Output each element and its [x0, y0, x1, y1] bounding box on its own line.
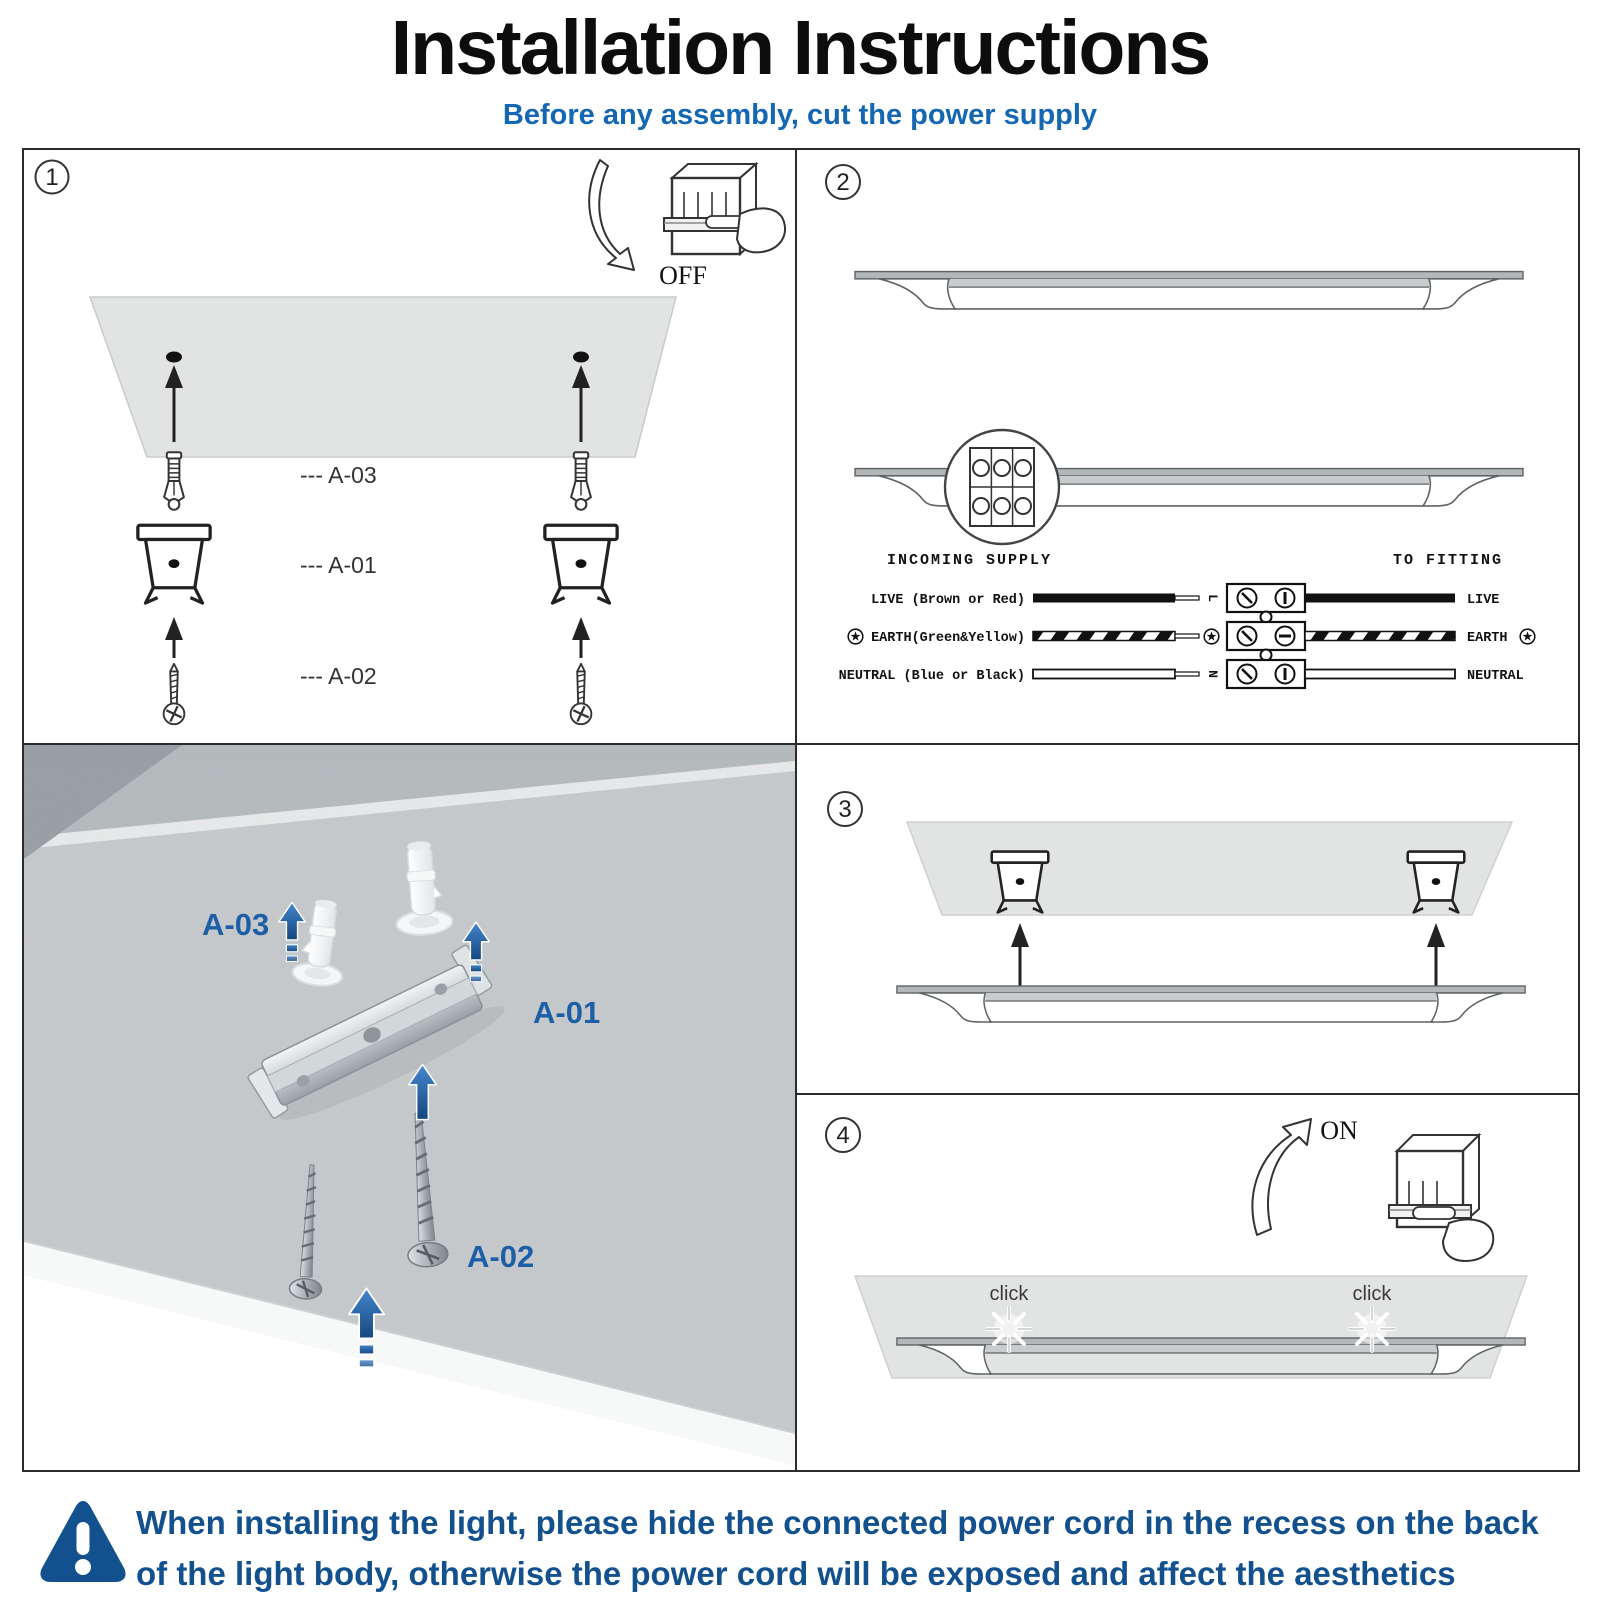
step3-diagram: 3: [827, 791, 1526, 1023]
step1-diagram: 1 OFF --- A-03 --- A-01 --- A-02: [34, 159, 786, 727]
page-subtitle: Before any assembly, cut the power suppl…: [502, 99, 1098, 131]
step3-panel: 3: [795, 743, 1580, 1095]
earth-symbol-icon: [847, 628, 864, 645]
screw-icon: [568, 662, 594, 727]
wall-anchor-icon: [163, 451, 185, 511]
ceiling-surface: [88, 296, 677, 458]
ceiling-surface: [905, 821, 1514, 916]
assembly-column-left: [165, 365, 183, 658]
step-number-badge: 2: [825, 164, 861, 200]
warning-text: When installing the light, please hide t…: [136, 1504, 1539, 1592]
mounting-clip-icon: [136, 523, 212, 605]
wall-anchor-icon: [570, 451, 592, 511]
terminal-earth: [1225, 620, 1307, 652]
on-switch-icon: ON: [1251, 1116, 1495, 1263]
light-fixture-side-view: [854, 270, 1524, 310]
screw-photo: [288, 1164, 323, 1300]
mounting-clip-icon: [543, 523, 619, 605]
part-label-a02: --- A-02: [300, 663, 377, 689]
earth-symbol-icon: [1203, 628, 1220, 645]
assembly-column-right: [572, 365, 590, 658]
off-label: OFF: [659, 261, 707, 290]
drill-hole: [166, 351, 182, 363]
step4-number: 4: [836, 1122, 849, 1149]
step4-panel: 4 ON click click: [795, 1093, 1580, 1472]
installation-photo-panel: A-03 A-01 A-02: [22, 743, 797, 1472]
warning-icon: [40, 1501, 126, 1582]
click-label: click: [990, 1283, 1030, 1305]
step2-number: 2: [836, 169, 849, 196]
earth-symbol-icon: [1519, 628, 1536, 645]
step-number-badge: 4: [825, 1117, 861, 1153]
curved-arrow-down-icon: [588, 159, 635, 271]
terminal-block-zoom: [943, 428, 1061, 546]
to-fitting-header: TO FITTING: [1393, 552, 1503, 569]
step2-diagram: 2 INCOMING SUPPLY TO FITTING LIVE (Brown…: [825, 164, 1536, 690]
screw-icon: [161, 662, 187, 727]
light-fixture-side-view: [896, 985, 1526, 1023]
neutral-in-label: NEUTRAL (Blue or Black): [839, 669, 1025, 684]
hand-icon: [1441, 1218, 1495, 1263]
on-label: ON: [1320, 1116, 1358, 1145]
live-in-label: LIVE (Brown or Red): [871, 593, 1025, 608]
hand-finger: [1412, 1206, 1456, 1220]
neutral-out-label: NEUTRAL: [1467, 669, 1524, 684]
live-out-label: LIVE: [1467, 593, 1499, 608]
curved-arrow-up-icon: [1251, 1118, 1312, 1236]
photo-label-a02: A-02: [467, 1239, 534, 1274]
step1-panel: 1 OFF --- A-03 --- A-01 --- A-02: [22, 148, 797, 745]
step-number-badge: 1: [34, 159, 70, 195]
terminal-live: [1225, 582, 1307, 614]
ceiling-edge: [24, 1241, 795, 1465]
live-marker: L: [1205, 594, 1220, 602]
off-switch-icon: OFF: [588, 159, 786, 290]
drill-hole: [573, 351, 589, 363]
ceiling-photo: A-03 A-01 A-02: [24, 745, 795, 1470]
terminal-neutral: [1225, 658, 1307, 690]
incoming-supply-header: INCOMING SUPPLY: [887, 552, 1052, 569]
photo-label-a03: A-03: [202, 907, 269, 942]
step4-diagram: 4 ON click click: [825, 1116, 1529, 1379]
step1-number: 1: [45, 164, 58, 191]
wiring-diagram: INCOMING SUPPLY TO FITTING LIVE (Brown o…: [839, 552, 1536, 690]
step3-number: 3: [838, 796, 851, 823]
part-label-a03: --- A-03: [300, 462, 377, 488]
wall-anchor-photo: [395, 841, 454, 936]
neutral-marker: N: [1205, 670, 1220, 678]
earth-in-label: EARTH(Green&Yellow): [871, 631, 1025, 646]
wall-anchor-photo: [291, 899, 344, 987]
up-arrows: [1011, 923, 1445, 993]
click-label: click: [1353, 1283, 1393, 1305]
step2-panel: 2 INCOMING SUPPLY TO FITTING LIVE (Brown…: [795, 148, 1580, 745]
step-number-badge: 3: [827, 791, 863, 827]
click-starburst-icon: [985, 1305, 1396, 1353]
page-title: Installation Instructions: [390, 5, 1211, 91]
hand-icon: [735, 207, 786, 254]
part-label-a01: --- A-01: [300, 552, 377, 578]
earth-out-label: EARTH: [1467, 631, 1508, 646]
mounting-bracket-photo: [247, 944, 505, 1120]
photo-label-a01: A-01: [533, 995, 600, 1030]
